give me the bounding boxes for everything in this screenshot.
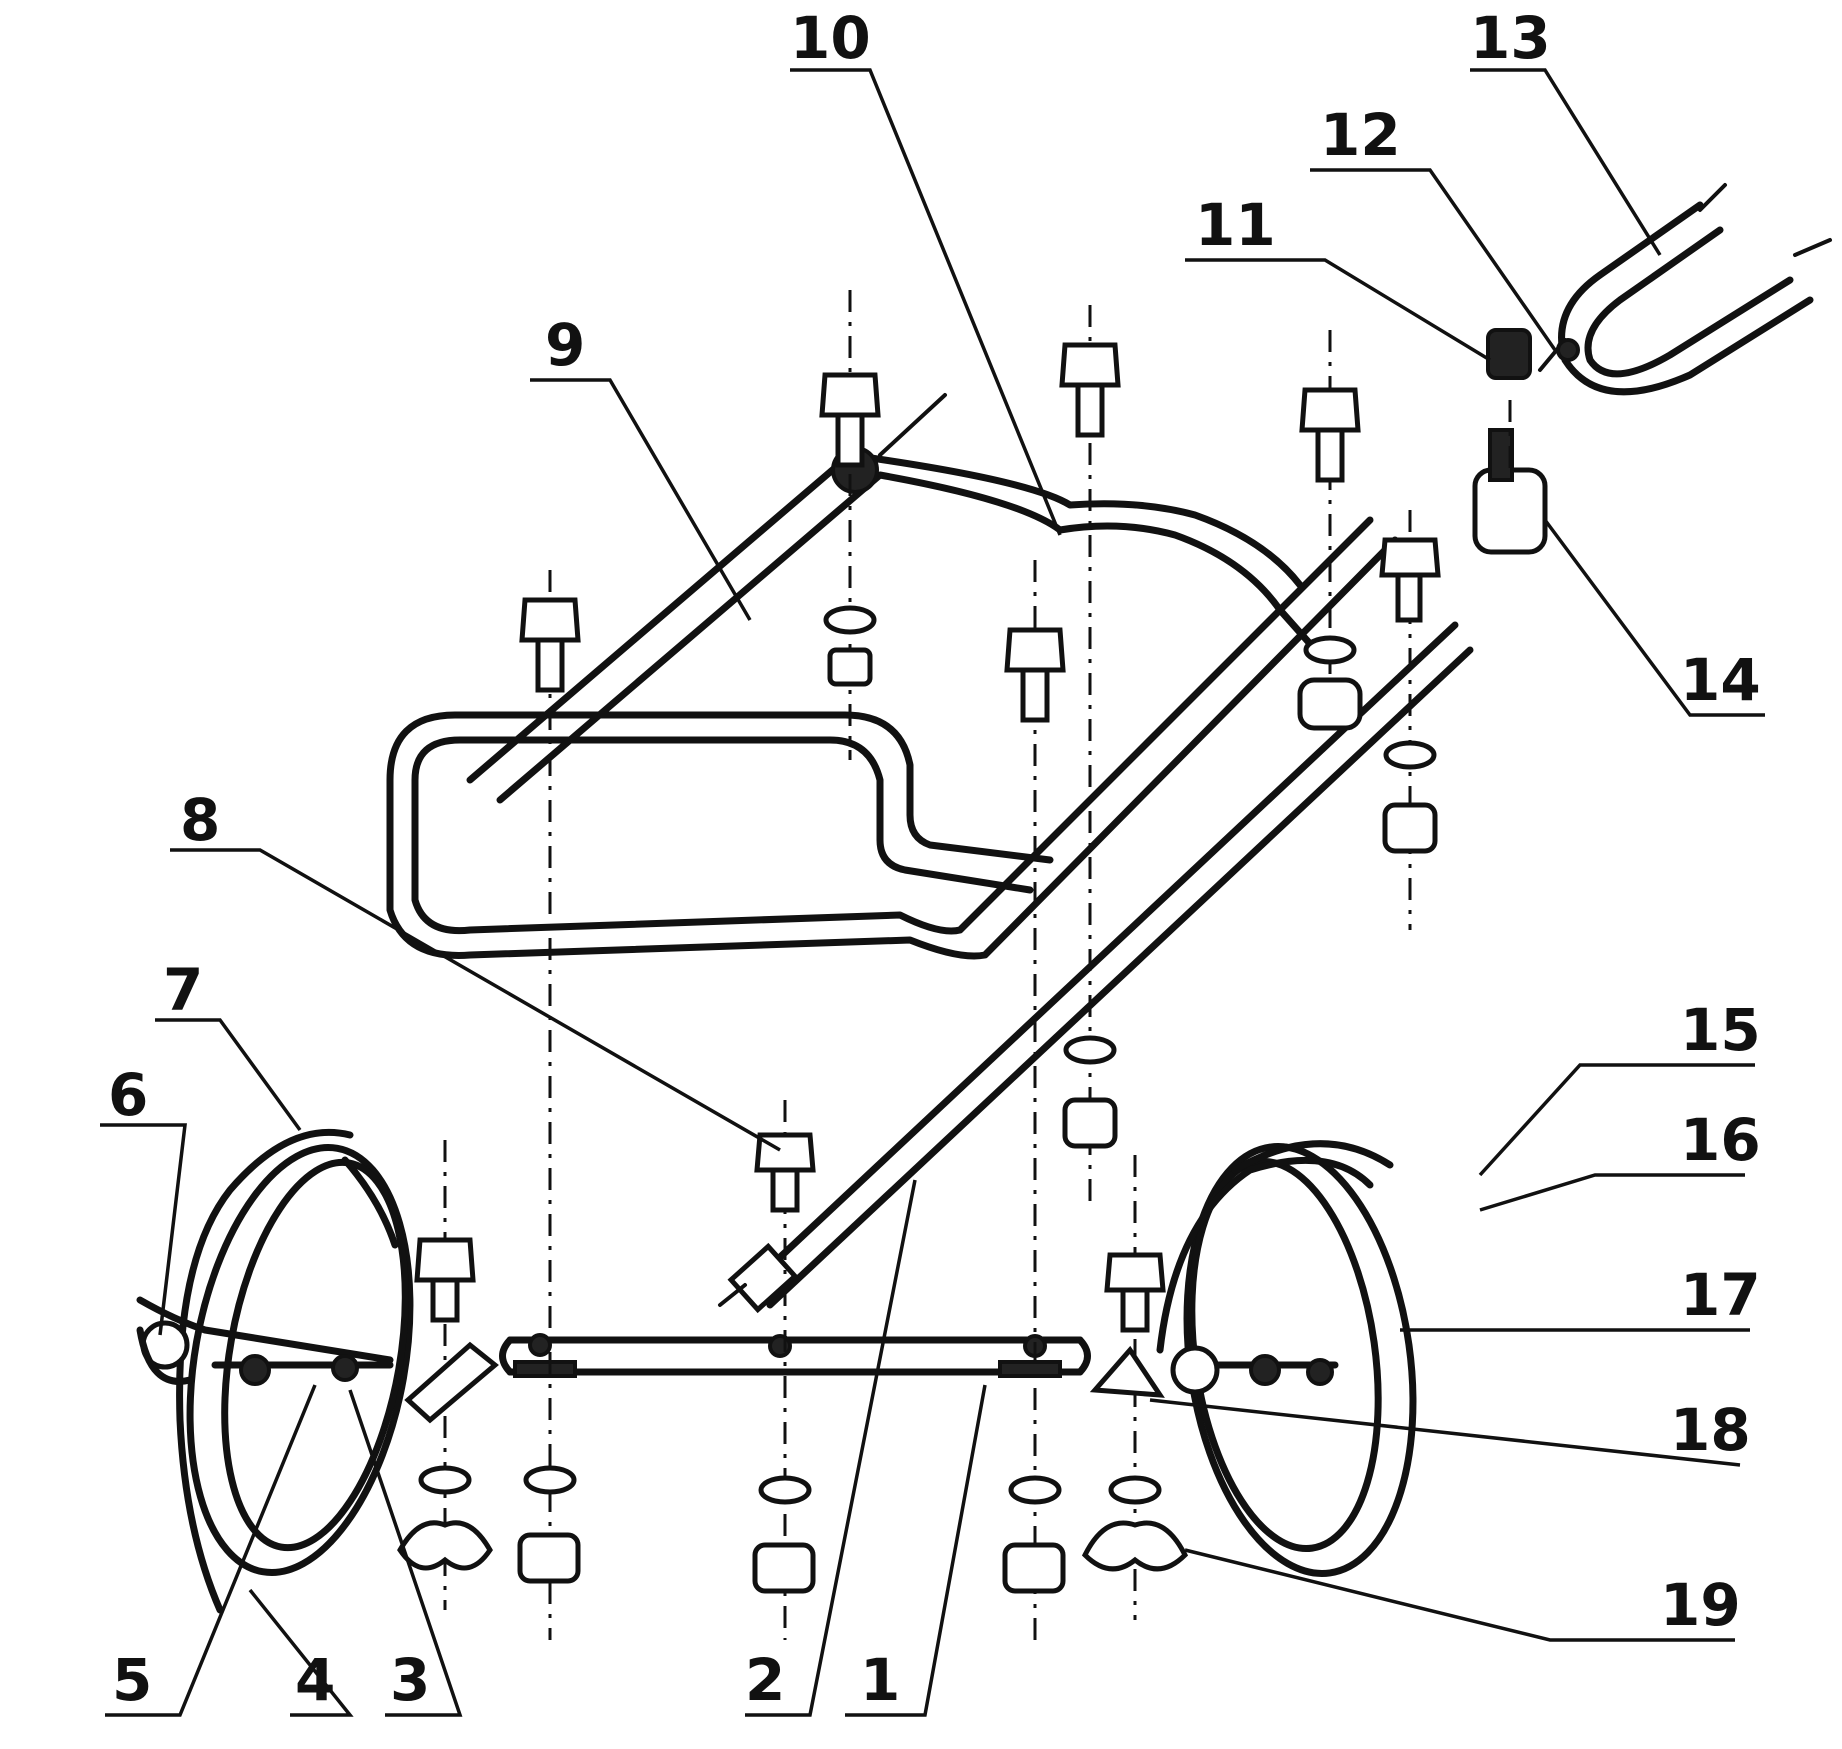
hex-bolt (1299, 387, 1361, 483)
hex-bolt (1059, 342, 1121, 438)
callout-12: 12 (1320, 101, 1401, 169)
u-bend-tube (1558, 183, 1832, 396)
callout-17: 17 (1680, 1261, 1761, 1329)
hex-bolt (819, 372, 881, 468)
callout-11: 11 (1195, 191, 1276, 259)
bent-u-frame (386, 516, 1399, 960)
lower-axle-bar (499, 1333, 1091, 1378)
callout-18: 18 (1670, 1396, 1751, 1464)
callout-16: 16 (1680, 1106, 1761, 1174)
callout-9: 9 (545, 311, 585, 379)
hex-bolt (1104, 1252, 1166, 1333)
callout-4: 4 (295, 1646, 335, 1714)
callout-14: 14 (1680, 646, 1761, 714)
hex-bolt (1004, 627, 1066, 723)
callout-7: 7 (163, 956, 203, 1024)
callout-labels: 1 2 3 4 5 6 7 8 9 10 11 12 13 14 15 16 1… (108, 4, 1761, 1714)
callout-3: 3 (390, 1646, 430, 1714)
curved-handle-frame (466, 393, 1324, 804)
callout-1: 1 (860, 1646, 900, 1714)
callout-5: 5 (112, 1646, 152, 1714)
end-fittings (1472, 328, 1580, 555)
left-wheel-assembly (136, 1128, 414, 1614)
callout-10: 10 (790, 4, 871, 72)
callout-6: 6 (108, 1061, 148, 1129)
callout-2: 2 (745, 1646, 785, 1714)
hex-bolt (519, 597, 581, 693)
callout-13: 13 (1470, 4, 1551, 72)
callout-8: 8 (180, 786, 220, 854)
right-wheel-assembly (1156, 1140, 1417, 1577)
hex-bolt (414, 1237, 476, 1323)
hex-bolt (754, 1132, 816, 1213)
callout-19: 19 (1660, 1571, 1741, 1639)
diagonal-tube (718, 621, 1474, 1314)
leader-lines (100, 68, 1765, 1717)
callout-15: 15 (1680, 996, 1761, 1064)
hex-bolt (1379, 537, 1441, 623)
